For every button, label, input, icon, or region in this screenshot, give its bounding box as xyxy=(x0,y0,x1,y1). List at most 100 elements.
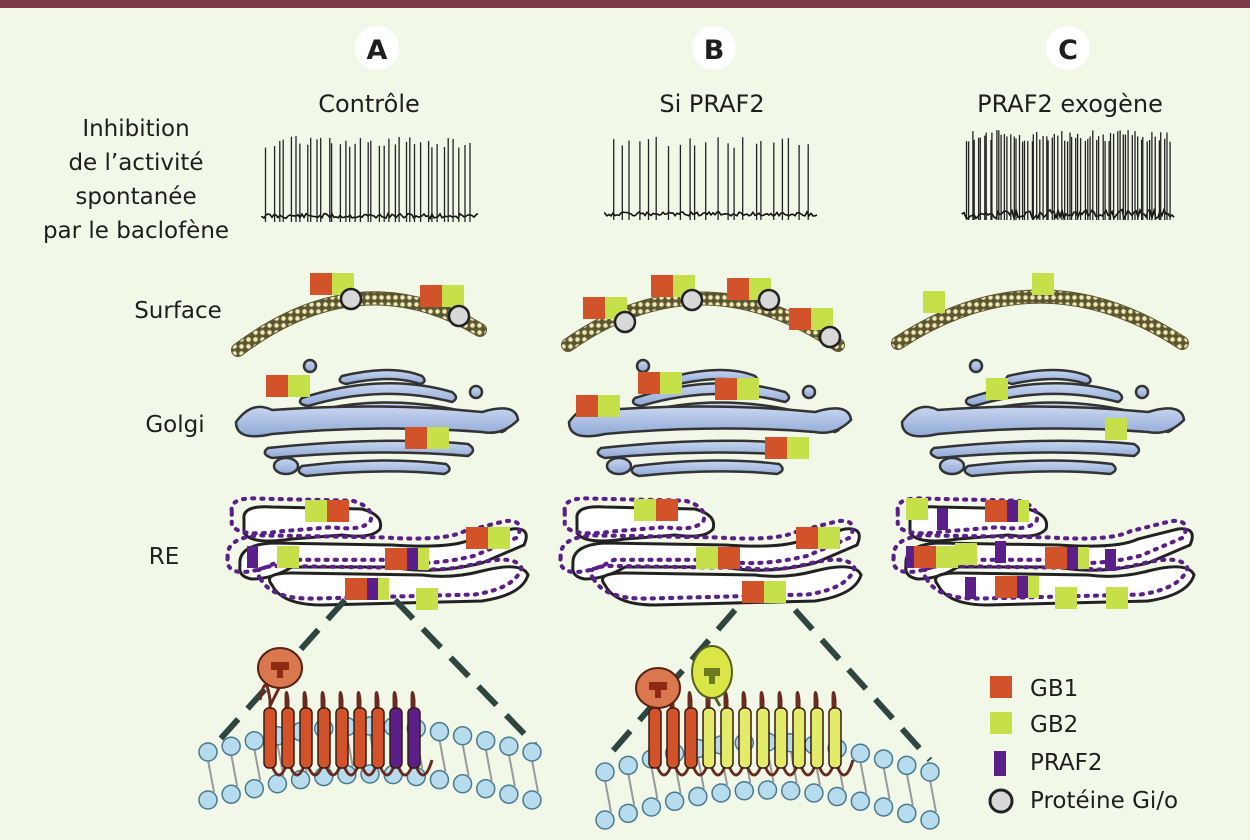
gb1-square xyxy=(914,546,936,568)
lipid-tail xyxy=(882,766,891,800)
gb2-square xyxy=(277,546,299,568)
lipid-head xyxy=(873,797,894,817)
praf2-bar xyxy=(1105,549,1116,571)
transmembrane-helix xyxy=(281,707,295,769)
er-ribosomes xyxy=(895,496,1040,536)
gb2-square xyxy=(986,378,1008,400)
lipid-head xyxy=(897,755,917,776)
lipid-head xyxy=(827,786,847,807)
transmembrane-helix xyxy=(353,707,367,769)
golgi-vesicle xyxy=(635,358,651,374)
receptor-markers xyxy=(247,273,1128,610)
transmembrane-helix xyxy=(371,707,385,769)
panel-b-letter-text: B xyxy=(704,35,725,66)
lipid-head xyxy=(475,778,496,799)
transmembrane-helix xyxy=(666,707,680,769)
golgi-vesicle xyxy=(272,456,300,476)
gb1-square xyxy=(345,578,367,600)
gio-protein xyxy=(613,310,637,334)
panel-a-title: Contrôle xyxy=(318,90,420,118)
praf2-bar xyxy=(906,546,917,568)
golgi-vesicle xyxy=(605,456,633,476)
transmembrane-helix xyxy=(389,707,403,769)
activity-label-line-1: Inhibition xyxy=(82,116,189,142)
gb1-square xyxy=(796,527,818,549)
lipid-tail xyxy=(627,773,636,806)
er-tubule xyxy=(268,565,530,607)
transmembrane-helix xyxy=(335,707,349,769)
lipid-head xyxy=(452,774,473,794)
gb1-square xyxy=(266,375,288,397)
gb1-square xyxy=(405,427,427,449)
transmembrane-helix xyxy=(263,707,277,769)
lipid-head xyxy=(522,790,542,810)
gio-linker xyxy=(268,685,282,707)
er-ribosomes xyxy=(229,496,374,536)
gb2-square xyxy=(1106,587,1128,609)
legend-label-praf2: PRAF2 xyxy=(1030,750,1103,776)
praf2-bar xyxy=(1017,576,1028,598)
gb2-square xyxy=(787,437,809,459)
lipid-head xyxy=(618,755,638,776)
panel-b-letter: B xyxy=(692,26,736,70)
gb1-square xyxy=(583,297,605,319)
lipid-head xyxy=(688,786,708,807)
activity-label-line-3: spontanée xyxy=(75,184,196,210)
gb2-square xyxy=(764,581,786,603)
activity-label-line-4: par le baclofène xyxy=(43,218,229,244)
gb1-square xyxy=(385,548,407,570)
gb2-square xyxy=(923,291,945,313)
gb1-square xyxy=(420,285,442,307)
lipid-tail xyxy=(531,759,539,793)
golgi-vesicle xyxy=(801,384,817,400)
golgi-cisterna xyxy=(234,405,520,438)
er-tubule xyxy=(575,505,716,543)
lipid-head xyxy=(452,726,473,746)
lipid-head xyxy=(780,781,801,801)
trace-baseline xyxy=(261,211,479,221)
golgi-cisterna xyxy=(297,459,451,478)
gb2-square xyxy=(696,547,718,569)
gb1-square xyxy=(985,500,1007,522)
lipid-head xyxy=(595,810,615,830)
gio-protein xyxy=(339,287,363,311)
lipid-head xyxy=(804,783,824,803)
praf2-bar xyxy=(995,541,1006,563)
lipid-tail xyxy=(438,739,447,772)
gb1-square xyxy=(1045,547,1067,569)
transmembrane-helix xyxy=(792,707,806,769)
gb1-square xyxy=(718,547,740,569)
header-bar xyxy=(0,0,1250,8)
gio-subunit xyxy=(649,682,667,698)
lipid-head xyxy=(897,803,917,824)
lipid-head xyxy=(313,766,334,787)
gb1-square xyxy=(765,437,787,459)
gio-subunit xyxy=(704,668,720,684)
panel-a-letter-text: A xyxy=(367,35,388,66)
er-ribosomes xyxy=(558,518,855,575)
lipid-head xyxy=(429,769,450,790)
praf2-bar xyxy=(937,508,948,530)
transmembrane-helix xyxy=(684,707,698,769)
legend-label-gio: Protéine Gi/o xyxy=(1030,788,1178,814)
gb1-square xyxy=(995,576,1017,598)
golgi-cisterna xyxy=(567,405,853,438)
gb2-square xyxy=(488,527,510,549)
golgi-vesicle xyxy=(1134,384,1150,400)
lipid-head xyxy=(920,762,940,782)
gb2-square xyxy=(427,427,449,449)
gb1-square xyxy=(656,499,678,521)
gb1-square xyxy=(310,273,332,295)
gb2-square xyxy=(416,588,438,610)
legend-swatch-praf2 xyxy=(994,751,1006,776)
transmembrane-helix xyxy=(756,707,770,769)
membrane-bilayer-control xyxy=(198,716,542,810)
receptor-complex-control xyxy=(257,647,434,777)
transmembrane-helix xyxy=(720,707,734,769)
golgi-vesicle xyxy=(938,456,966,476)
gb2-square xyxy=(634,499,656,521)
activity-trace-si-praf2 xyxy=(604,136,818,220)
praf2-bar xyxy=(1067,547,1078,569)
lipid-head xyxy=(711,783,731,803)
lipid-head xyxy=(641,797,662,817)
